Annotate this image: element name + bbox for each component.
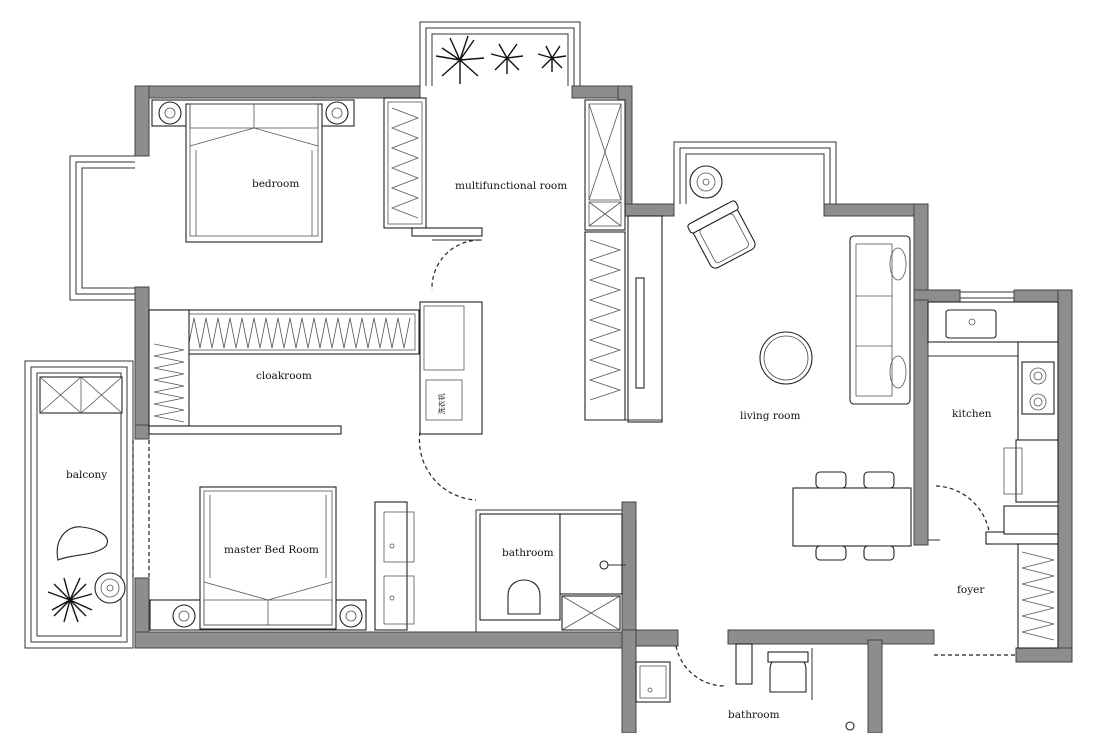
stove-icon — [1021, 361, 1055, 415]
room-label-kitchen: kitchen — [952, 408, 992, 420]
plant-icon — [490, 43, 524, 74]
living-room-furniture — [584, 165, 912, 561]
room-label-bedroom: bedroom — [252, 178, 299, 190]
kitchen-furniture — [927, 301, 1059, 649]
coffee-table-icon — [759, 331, 813, 385]
bedroom-furniture — [151, 97, 483, 243]
plant-icon — [435, 35, 485, 84]
lounge-chair-icon — [56, 526, 108, 561]
plant-icon — [47, 577, 93, 623]
room-label-cloakroom: cloakroom — [256, 370, 312, 382]
balcony-area — [39, 376, 126, 623]
bathroom-center-furniture — [475, 509, 637, 632]
lamp-icon — [172, 604, 196, 628]
pot-icon — [94, 572, 126, 604]
room-label-foyer: foyer — [957, 584, 985, 596]
plant-icon — [537, 45, 567, 72]
room-label-bathroom-bottom: bathroom — [728, 709, 780, 721]
shower-icon — [845, 721, 855, 731]
sofa-icon — [849, 235, 911, 405]
lamp-icon — [158, 101, 182, 125]
armchair-icon — [687, 200, 756, 269]
room-label-multifunctional: multifunctional room — [455, 180, 567, 192]
bathroom-bottom-furniture — [635, 643, 855, 731]
room-label-living-room: living room — [740, 410, 800, 422]
lamp-icon — [325, 101, 349, 125]
fridge-icon — [1015, 439, 1059, 503]
cloakroom-furniture: 洗衣机 — [148, 301, 483, 501]
windows — [24, 21, 1016, 656]
master-bedroom-furniture — [149, 486, 415, 631]
washing-machine-label: 洗衣机 — [437, 394, 446, 415]
sink-icon — [945, 309, 997, 339]
lamp-icon — [339, 604, 363, 628]
toilet-icon — [507, 579, 541, 615]
room-label-balcony: balcony — [66, 469, 107, 481]
multifunctional-furniture — [431, 35, 626, 291]
dining-table-icon — [792, 487, 912, 547]
room-labels: bedroom multifunctional room cloakroom b… — [66, 178, 992, 721]
room-label-master-bedroom: master Bed Room — [224, 544, 319, 556]
shower-icon — [599, 560, 609, 570]
room-label-bathroom-center: bathroom — [502, 547, 554, 559]
